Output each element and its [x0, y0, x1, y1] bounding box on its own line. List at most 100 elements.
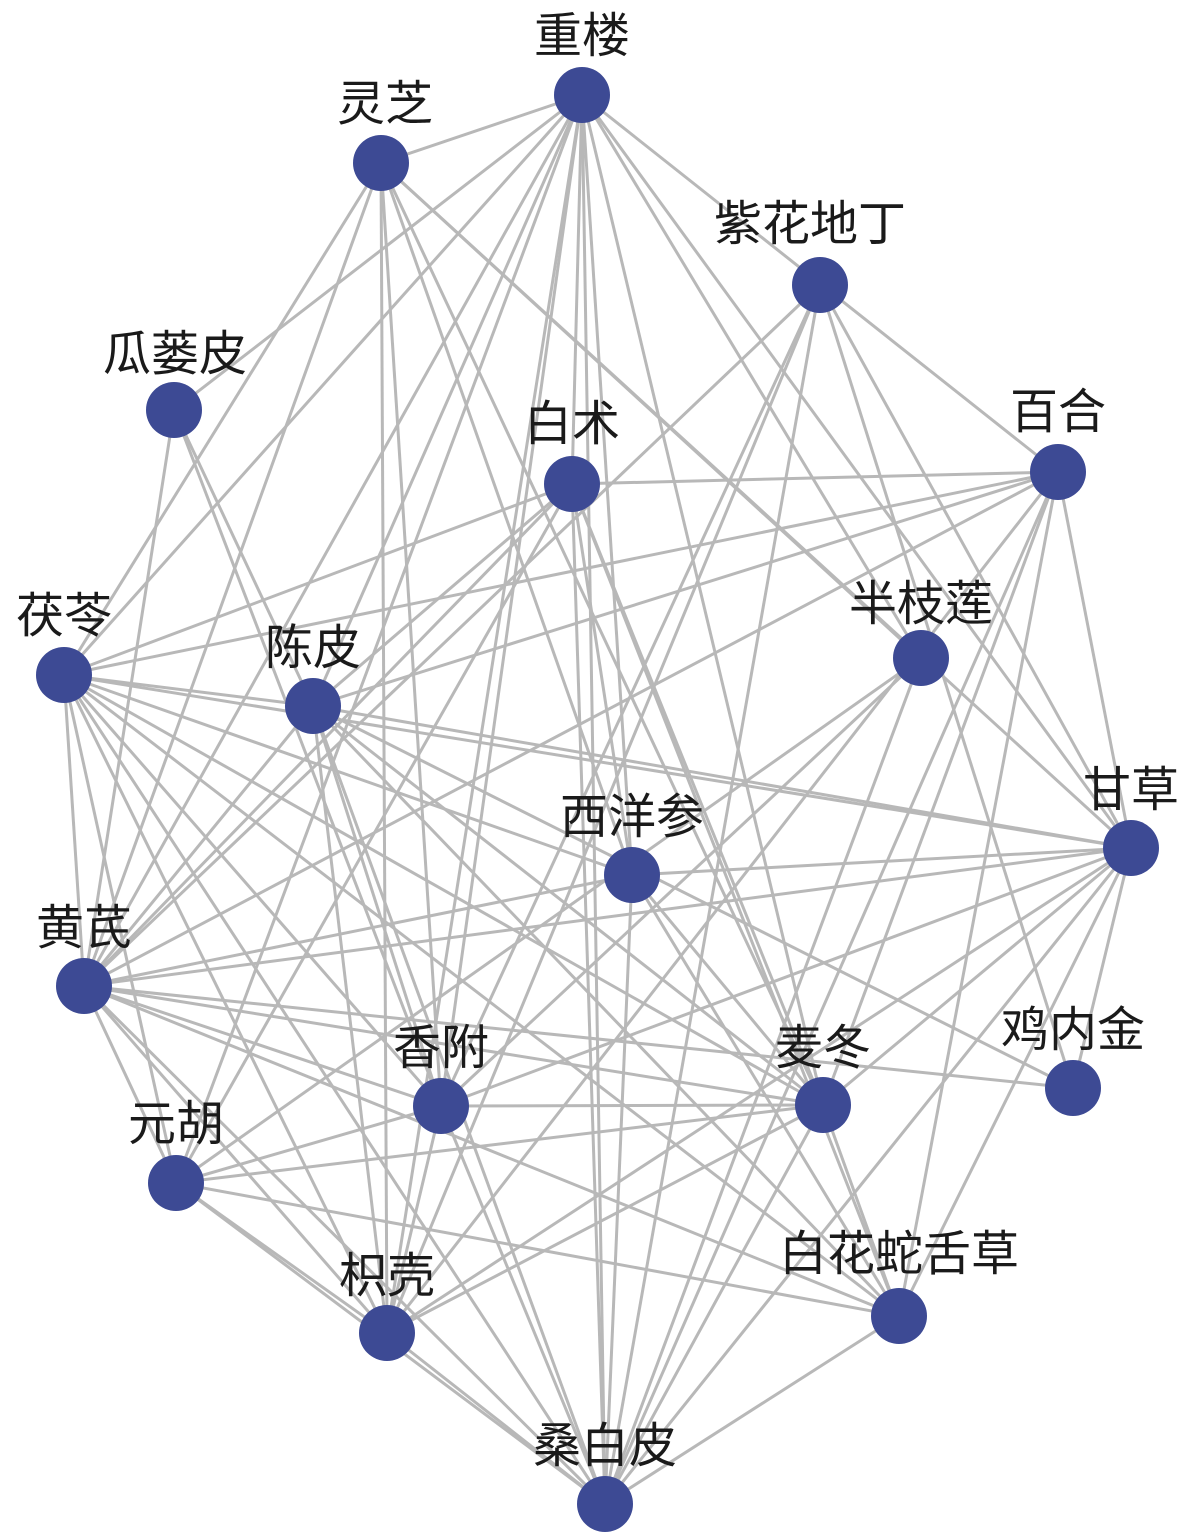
edge-gancao-huangqi	[83, 846, 1132, 988]
edge-chonglou-xiangfu	[439, 94, 584, 1107]
node-dot-jineijin[interactable]	[1045, 1060, 1101, 1116]
edge-maidong-baihuasheshecao	[821, 1104, 901, 1317]
node-dot-huangqi[interactable]	[56, 958, 112, 1014]
edge-chenpi-zhiqiao	[311, 705, 389, 1334]
edge-gancao-maidong	[822, 846, 1132, 1107]
node-gualoupi[interactable]: 瓜蒌皮	[103, 326, 247, 438]
node-dot-fuling[interactable]	[36, 647, 92, 703]
node-label-zihuadiding: 紫花地丁	[714, 196, 906, 252]
edge-xiangfu-maidong	[440, 1103, 824, 1108]
node-dot-gualoupi[interactable]	[146, 382, 202, 438]
node-dot-banzhilian[interactable]	[893, 630, 949, 686]
edge-chonglou-banzhilian	[580, 94, 923, 659]
edge-huangqi-yuanhu	[82, 985, 178, 1184]
node-label-gualoupi: 瓜蒌皮	[103, 326, 247, 382]
node-dot-yuanhu[interactable]	[148, 1155, 204, 1211]
node-label-yuanhu: 元胡	[128, 1096, 224, 1152]
edge-gancao-zhiqiao	[386, 846, 1132, 1335]
edge-zhiqiao-sangbaipi	[386, 1331, 606, 1506]
node-label-fuling: 茯苓	[16, 588, 112, 644]
edge-baihe-chenpi	[312, 470, 1059, 708]
edge-fuling-sangbaipi	[62, 674, 607, 1505]
node-label-xiangfu: 香附	[393, 1020, 489, 1076]
edge-baihuasheshecao-yuanhu	[175, 1181, 900, 1318]
edge-baihe-gancao	[1056, 471, 1133, 849]
edge-chonglou-gancao	[580, 94, 1133, 849]
node-dot-xiyangshen[interactable]	[604, 847, 660, 903]
node-huangqi[interactable]: 黄芪	[36, 900, 132, 1014]
edge-chenpi-huangqi	[82, 705, 315, 987]
edge-chonglou-gualoupi	[173, 93, 583, 412]
edge-chonglou-lingzhi	[380, 93, 583, 165]
node-label-chenpi: 陈皮	[265, 620, 361, 676]
edge-lingzhi-xiyangshen	[379, 162, 634, 876]
edge-chonglou-sangbaipi	[580, 94, 607, 1505]
node-banzhilian[interactable]: 半枝莲	[849, 576, 993, 686]
edge-baihe-sangbaipi	[603, 471, 1060, 1505]
node-dot-baizhu[interactable]	[544, 456, 600, 512]
node-baizhu[interactable]: 白术	[524, 396, 620, 512]
edge-baizhu-chenpi	[312, 482, 573, 708]
node-lingzhi[interactable]: 灵芝	[337, 76, 433, 191]
edge-huangqi-zhiqiao	[82, 985, 389, 1334]
node-dot-lingzhi[interactable]	[353, 135, 409, 191]
node-dot-chonglou[interactable]	[554, 67, 610, 123]
node-xiyangshen[interactable]: 西洋参	[560, 789, 704, 903]
edge-chonglou-maidong	[580, 94, 825, 1106]
node-dot-xiangfu[interactable]	[413, 1078, 469, 1134]
node-jineijin[interactable]: 鸡内金	[1001, 1002, 1145, 1116]
node-dot-zihuadiding[interactable]	[792, 257, 848, 313]
node-chenpi[interactable]: 陈皮	[265, 620, 361, 734]
node-zihuadiding[interactable]: 紫花地丁	[714, 196, 906, 313]
edge-baihe-maidong	[821, 471, 1060, 1106]
node-baihuasheshecao[interactable]: 白花蛇舌草	[779, 1226, 1019, 1344]
edge-fuling-gancao	[63, 673, 1132, 850]
edge-lingzhi-fuling	[62, 162, 383, 676]
edge-xiyangshen-huangqi	[83, 873, 633, 988]
edge-lingzhi-zhiqiao	[379, 162, 389, 1334]
node-label-baihe: 百合	[1010, 384, 1106, 440]
edge-lingzhi-banzhilian	[379, 161, 923, 660]
edge-fuling-baihuasheshecao	[63, 673, 900, 1318]
edge-chenpi-gancao	[312, 704, 1132, 850]
node-dot-sangbaipi[interactable]	[577, 1476, 633, 1532]
edge-zihuadiding-gancao	[818, 284, 1133, 849]
node-dot-chenpi[interactable]	[285, 678, 341, 734]
node-dot-maidong[interactable]	[795, 1077, 851, 1133]
node-dot-gancao[interactable]	[1103, 820, 1159, 876]
edge-zihuadiding-xiangfu	[439, 284, 822, 1107]
node-label-lingzhi: 灵芝	[337, 76, 433, 132]
node-yuanhu[interactable]: 元胡	[128, 1096, 224, 1211]
edge-gualoupi-chenpi	[172, 409, 315, 707]
edge-gancao-xiyangshen	[631, 846, 1132, 877]
edge-fuling-zhiqiao	[62, 674, 389, 1334]
node-dot-baihe[interactable]	[1030, 444, 1086, 500]
node-sangbaipi[interactable]: 桑白皮	[533, 1418, 677, 1532]
node-fuling[interactable]: 茯苓	[16, 588, 112, 703]
node-gancao[interactable]: 甘草	[1083, 762, 1179, 876]
edge-baizhu-fuling	[63, 482, 573, 677]
edge-zihuadiding-zhiqiao	[385, 284, 822, 1334]
edge-maidong-yuanhu	[175, 1103, 824, 1185]
edge-fuling-maidong	[63, 673, 824, 1107]
node-xiangfu[interactable]: 香附	[393, 1020, 489, 1134]
node-dot-baihuasheshecao[interactable]	[871, 1288, 927, 1344]
edge-huangqi-sangbaipi	[82, 984, 607, 1506]
edge-maidong-zhiqiao	[386, 1103, 824, 1335]
edge-baihe-fuling	[63, 470, 1059, 677]
node-maidong[interactable]: 麦冬	[775, 1020, 871, 1133]
edge-baizhu-baihe	[571, 470, 1059, 486]
edge-xiyangshen-maidong	[630, 874, 825, 1106]
node-chonglou[interactable]: 重楼	[534, 8, 630, 123]
node-baihe[interactable]: 百合	[1010, 384, 1106, 500]
node-label-chonglou: 重楼	[534, 8, 630, 64]
edge-chonglou-zhiqiao	[385, 94, 584, 1334]
node-label-xiyangshen: 西洋参	[560, 789, 704, 845]
edge-banzhilian-yuanhu	[175, 656, 922, 1185]
node-zhiqiao[interactable]: 枳壳	[339, 1248, 435, 1361]
node-dot-zhiqiao[interactable]	[359, 1305, 415, 1361]
edge-xiangfu-sangbaipi	[439, 1105, 607, 1505]
edge-huangqi-maidong	[83, 984, 824, 1107]
